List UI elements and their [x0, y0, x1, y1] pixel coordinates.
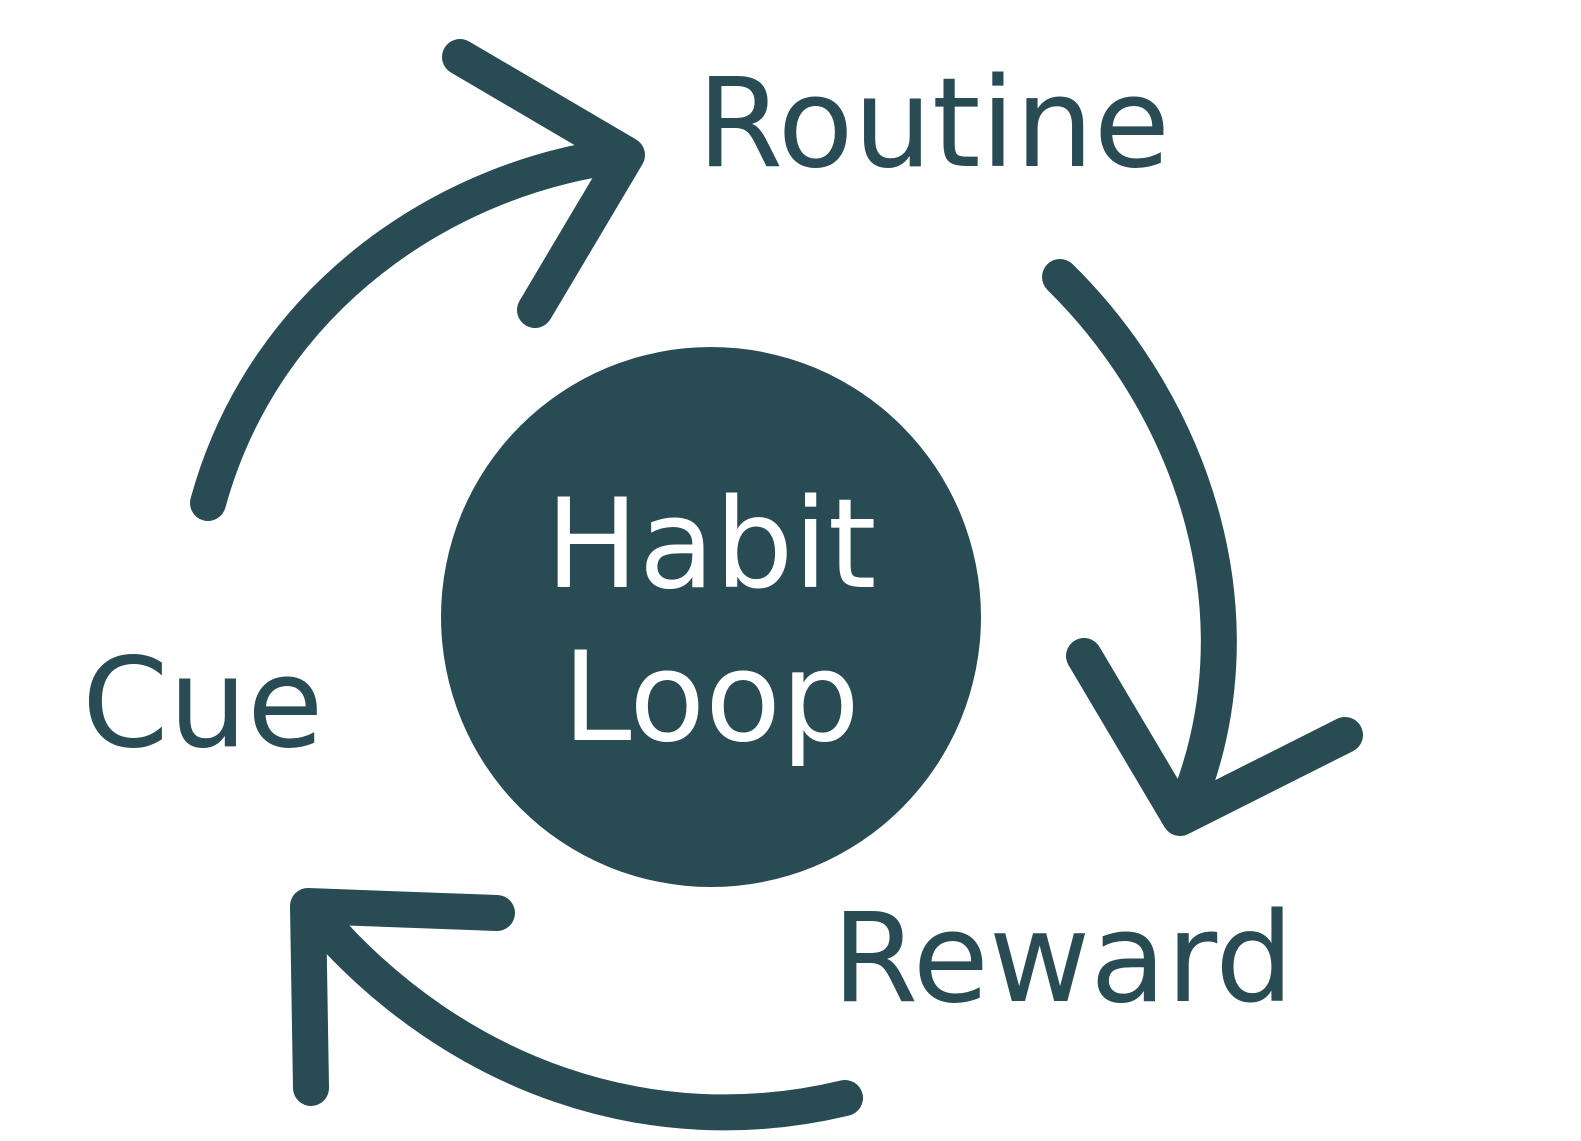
arrow-reward-to-cue-head — [290, 888, 515, 1106]
arrow-routine-to-reward-curve — [1042, 259, 1237, 828]
stage-label-reward: Reward — [832, 887, 1294, 1031]
center-label-habit: Habit — [545, 473, 876, 617]
arrow-routine-to-reward — [1042, 259, 1363, 836]
arrow-routine-to-reward-head — [1066, 638, 1363, 836]
stage-label-cue: Cue — [82, 632, 323, 776]
arrow-cue-to-routine — [190, 39, 645, 521]
center-label-loop: Loop — [562, 626, 859, 770]
arrow-reward-to-cue — [290, 888, 863, 1131]
arrow-reward-to-cue-curve — [302, 902, 863, 1131]
arrow-cue-to-routine-head — [442, 39, 645, 328]
habit-loop-center-circle — [441, 347, 981, 887]
stage-label-routine: Routine — [697, 52, 1170, 196]
arrow-cue-to-routine-curve — [190, 137, 643, 521]
